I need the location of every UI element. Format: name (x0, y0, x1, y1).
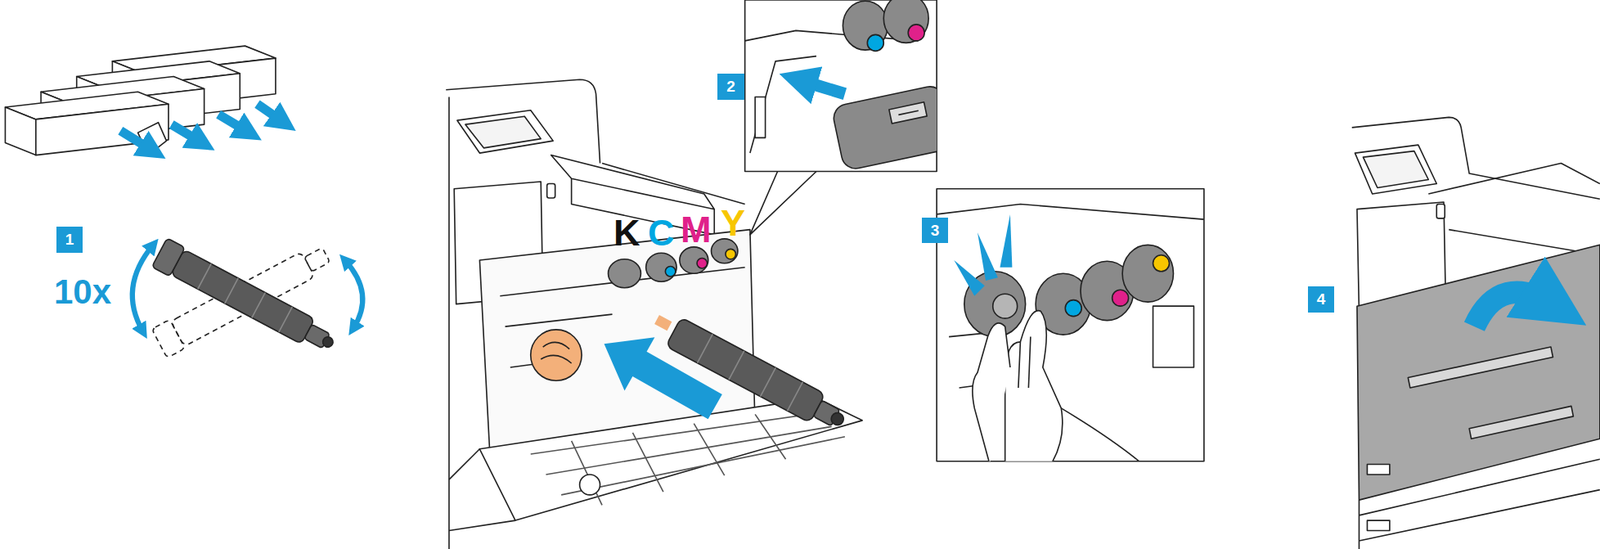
callout-text: 1 (65, 230, 75, 249)
color-letter: Y (720, 204, 746, 242)
callout-number: 4 (1307, 286, 1335, 313)
callout-pointer (750, 171, 817, 235)
callout-text: 3 (930, 221, 940, 240)
color-letter: C (647, 214, 675, 252)
push-detail (936, 203, 1205, 461)
toner-boxes (4, 45, 276, 155)
toner-cartridge (152, 238, 341, 360)
color-letter: K (613, 214, 641, 252)
insert-arrow (588, 317, 731, 434)
printer-closed (1352, 116, 1600, 549)
shake-arrow (345, 260, 364, 329)
zoom-detail (745, 0, 937, 171)
callout-number: 3 (921, 217, 949, 243)
shake-arrow (132, 244, 153, 332)
callout-number: 1 (56, 226, 83, 253)
repeat-count: 10x (53, 274, 112, 310)
callout-text: 4 (1316, 290, 1326, 309)
color-letter: M (680, 211, 712, 248)
remove-arrows (120, 103, 284, 151)
detail-frame (936, 188, 1205, 462)
callout-text: 2 (726, 77, 736, 96)
callout-number: 2 (717, 73, 745, 100)
